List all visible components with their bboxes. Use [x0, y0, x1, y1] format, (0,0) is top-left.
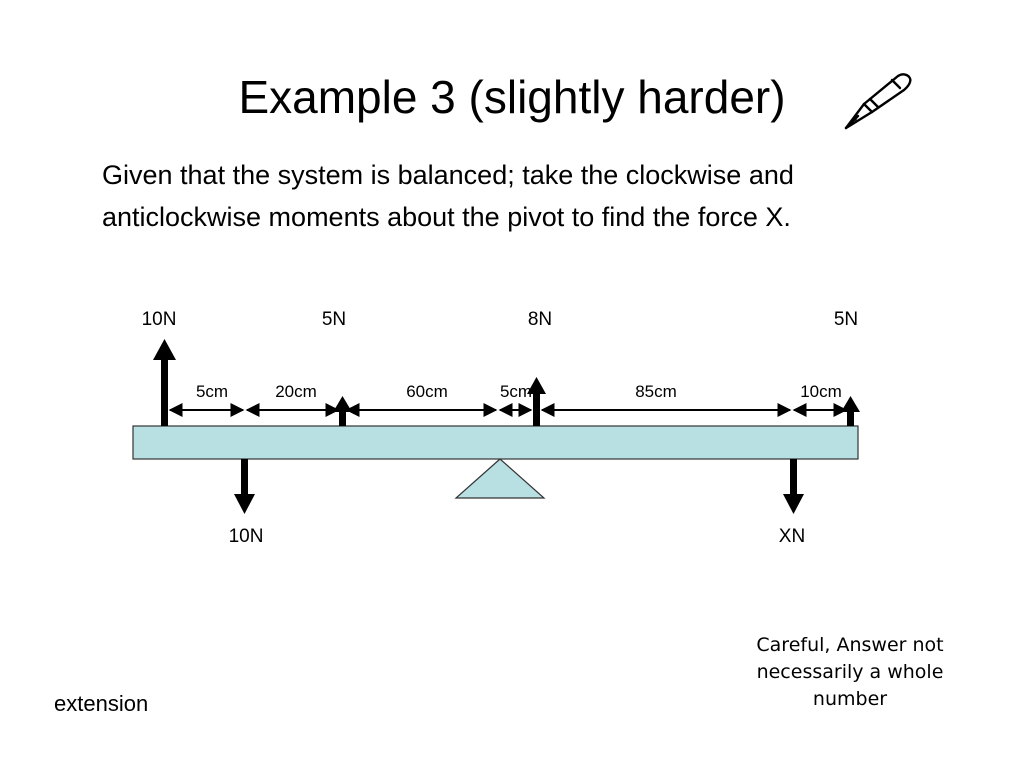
distance-label: 20cm — [275, 382, 317, 401]
distance-label: 10cm — [800, 382, 842, 401]
distance-label: 85cm — [635, 382, 677, 401]
hint-note: Careful, Answer not necessarily a whole … — [756, 634, 944, 710]
footer-label: extension — [54, 691, 149, 716]
fountain-pen-icon — [844, 73, 912, 130]
down-force-10n — [234, 459, 255, 514]
distance-label: 60cm — [406, 382, 448, 401]
down-force-xn — [783, 459, 804, 514]
up-force-10n — [153, 339, 176, 426]
slide-title: Example 3 (slightly harder) — [238, 71, 786, 123]
up-force-label: 5N — [322, 309, 346, 330]
pivot — [454, 458, 546, 499]
beam — [132, 425, 859, 460]
up-force-8n — [527, 377, 546, 426]
down-force-label: XN — [779, 526, 805, 547]
distance-label: 5cm — [500, 382, 532, 401]
up-force-label: 10N — [142, 309, 177, 330]
moments-diagram: 10N 5N 8N 5N 5cm 20cm 60cm 5cm 85cm 10cm… — [132, 309, 860, 547]
distance-label: 5cm — [196, 382, 228, 401]
down-force-label: 10N — [229, 526, 264, 547]
question-text: Given that the system is balanced; take … — [102, 160, 794, 232]
up-force-label: 8N — [528, 309, 552, 330]
up-force-label: 5N — [834, 309, 858, 330]
